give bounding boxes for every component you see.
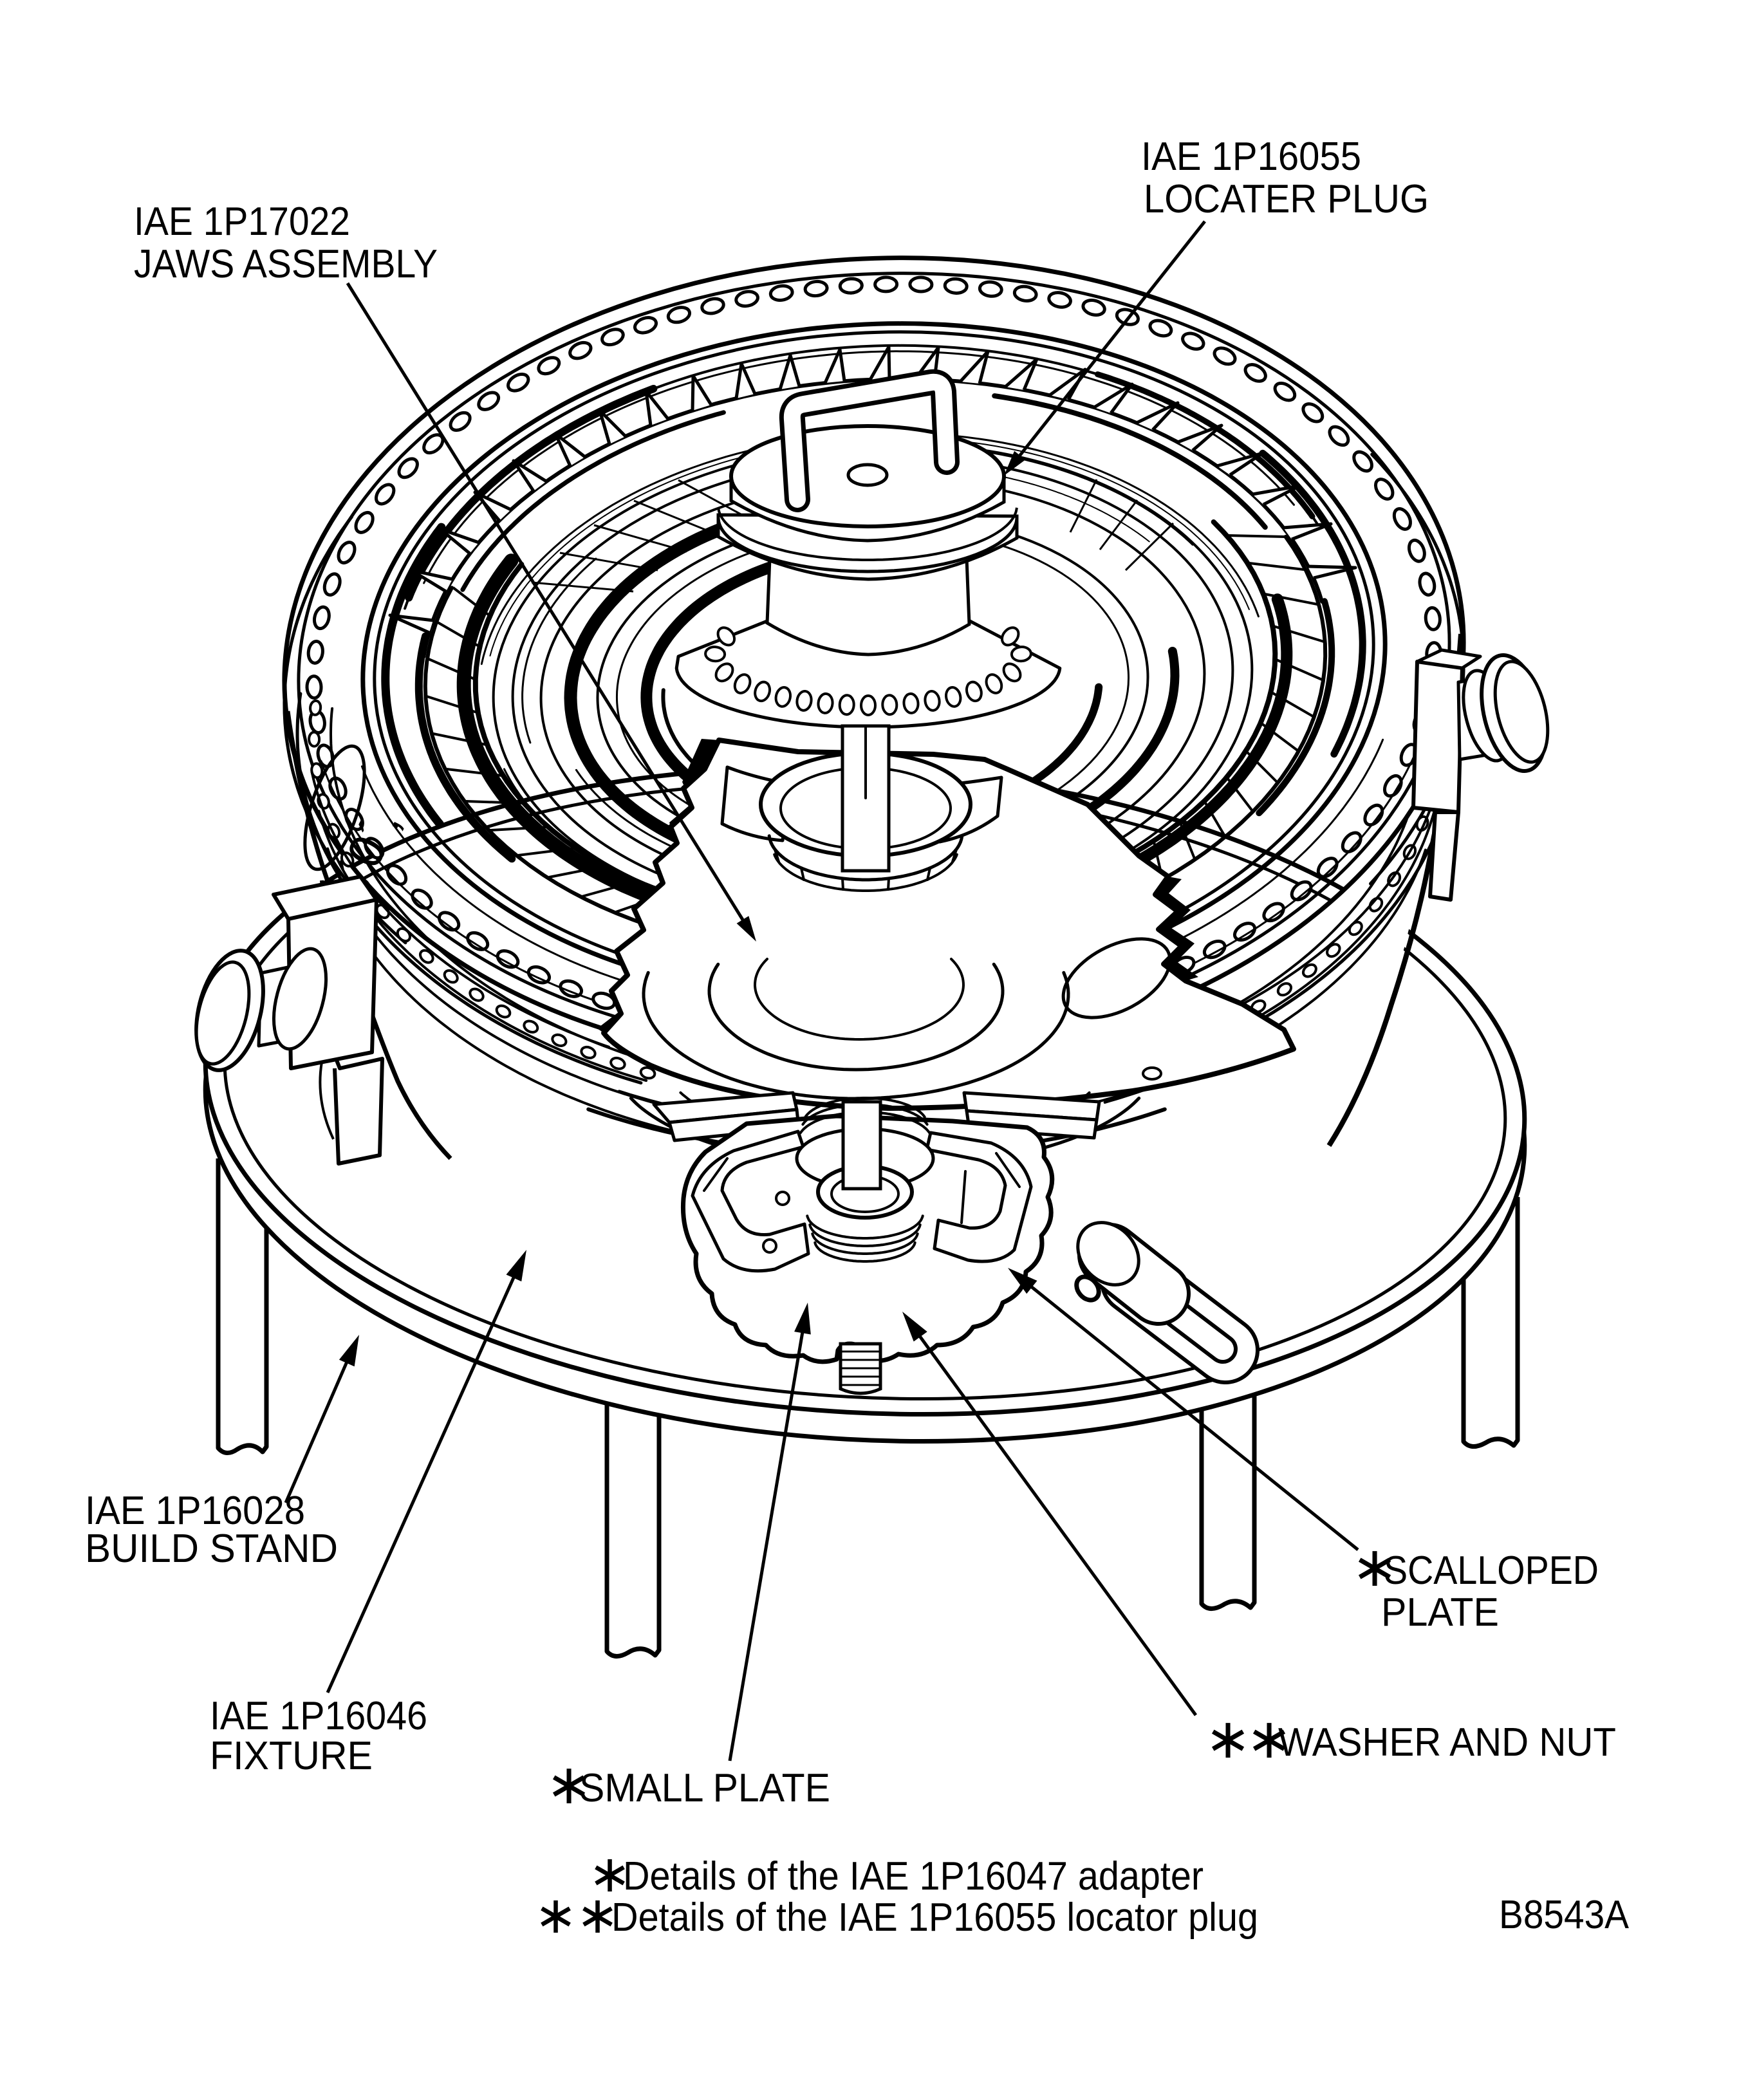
- svg-text:IAE 1P16055: IAE 1P16055: [1141, 135, 1361, 179]
- svg-text:LOCATER PLUG: LOCATER PLUG: [1144, 177, 1429, 221]
- svg-text:IAE 1P16046: IAE 1P16046: [210, 1694, 427, 1738]
- svg-text:IAE 1P16028: IAE 1P16028: [85, 1489, 305, 1533]
- svg-text:∗: ∗: [1205, 1708, 1251, 1770]
- svg-text:BUILD STAND: BUILD STAND: [85, 1527, 338, 1571]
- svg-text:JAWS ASSEMBLY: JAWS ASSEMBLY: [134, 242, 438, 286]
- svg-text:B8543A: B8543A: [1499, 1893, 1630, 1937]
- svg-text:∗: ∗: [534, 1886, 577, 1944]
- svg-text:Details of the IAE 1P16047 ada: Details of the IAE 1P16047 adapter: [623, 1854, 1204, 1899]
- svg-text:∗: ∗: [1352, 1536, 1398, 1598]
- svg-text:FIXTURE: FIXTURE: [210, 1734, 373, 1778]
- svg-text:WASHER AND NUT: WASHER AND NUT: [1278, 1720, 1616, 1765]
- svg-text:∗: ∗: [588, 1845, 631, 1902]
- svg-text:SMALL PLATE: SMALL PLATE: [579, 1766, 830, 1810]
- svg-text:PLATE: PLATE: [1381, 1590, 1499, 1635]
- svg-text:∗: ∗: [546, 1754, 592, 1816]
- svg-text:∗: ∗: [576, 1886, 619, 1944]
- svg-text:IAE 1P17022: IAE 1P17022: [134, 200, 350, 244]
- svg-text:Details of the IAE 1P16055 loc: Details of the IAE 1P16055 locator plug: [611, 1895, 1258, 1940]
- svg-text:∗: ∗: [1246, 1708, 1292, 1770]
- svg-text:SCALLOPED: SCALLOPED: [1384, 1548, 1599, 1593]
